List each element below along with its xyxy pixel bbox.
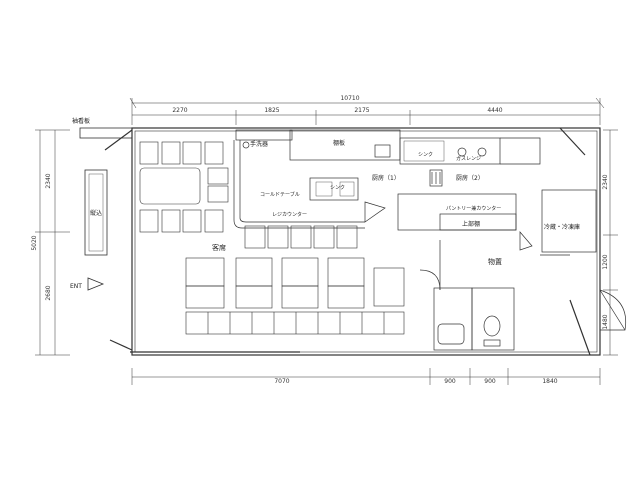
signboard-box — [79, 127, 133, 139]
washbasin-icon — [437, 323, 465, 345]
left-dim-1: 2340 — [45, 173, 52, 188]
pantry-label: パントリー兼カウンター — [446, 205, 501, 212]
fridge-label: 冷蔵・冷凍庫 — [544, 223, 580, 231]
window-box — [84, 169, 108, 256]
counter — [233, 129, 401, 229]
top-dim-1: 2270 — [172, 107, 187, 114]
fridge-box — [541, 189, 597, 253]
dining-top-left — [139, 141, 229, 233]
sink-label: シンク — [418, 152, 433, 158]
small-sink — [309, 177, 359, 201]
pantry-counter — [397, 193, 517, 231]
register-label: レジカウンター — [272, 211, 307, 218]
upper-shelf-label: 上部棚 — [462, 220, 480, 228]
hand-wash-label: 手洗器 — [250, 140, 268, 148]
stove-counter — [399, 137, 501, 165]
right-dim-2: 1200 — [602, 254, 609, 269]
top-dim-2: 1825 — [264, 107, 279, 114]
toilet-icon — [483, 315, 501, 337]
entrance-label: ENT — [70, 283, 82, 290]
dining-label: 客席 — [212, 243, 226, 252]
entrance-arrow — [87, 277, 105, 291]
top-dim-3: 2175 — [354, 107, 369, 114]
bottom-dim-4: 1840 — [542, 378, 557, 385]
top-dim-4: 4440 — [487, 107, 502, 114]
door-swing — [364, 201, 386, 223]
dining-center — [185, 225, 405, 335]
door-swing-2 — [519, 231, 533, 251]
dimension-texts: 10710 2270 1825 2175 4440 7070 900 900 1… — [31, 95, 609, 385]
signboard-label: 袖看板 — [72, 117, 90, 125]
window-label: 縦込 — [90, 209, 102, 217]
bottom-dim-3: 900 — [484, 378, 496, 385]
left-dim-2: 2680 — [45, 285, 52, 300]
stove-label: ガスレンジ — [456, 155, 481, 162]
exterior-left — [79, 127, 133, 291]
grill-icon — [429, 169, 443, 187]
cold-table-label: コールドテーブル — [260, 191, 300, 198]
bottom-dim-1: 7070 — [274, 378, 289, 385]
storage-label: 物置 — [488, 257, 502, 266]
kitchen1-label: 厨房（1） — [372, 174, 400, 182]
restroom — [419, 240, 627, 351]
bottom-dim-2: 900 — [444, 378, 456, 385]
total-width-text: 10710 — [340, 95, 359, 102]
shelf-label: 棚板 — [333, 139, 345, 147]
labels: 袖看板 手洗器 棚板 シンク ガスレンジ 厨房（1） 厨房（2） コールドテーブ… — [70, 117, 580, 290]
kitchen2-label: 厨房（2） — [456, 174, 484, 182]
small-sink-label: シンク — [330, 185, 345, 191]
walls — [104, 127, 601, 356]
kitchen — [364, 137, 597, 253]
right-dim-3: 1480 — [602, 314, 609, 329]
dimension-lines — [35, 97, 618, 385]
right-dim-1: 2340 — [602, 174, 609, 189]
left-total-dim: 5020 — [31, 235, 38, 250]
